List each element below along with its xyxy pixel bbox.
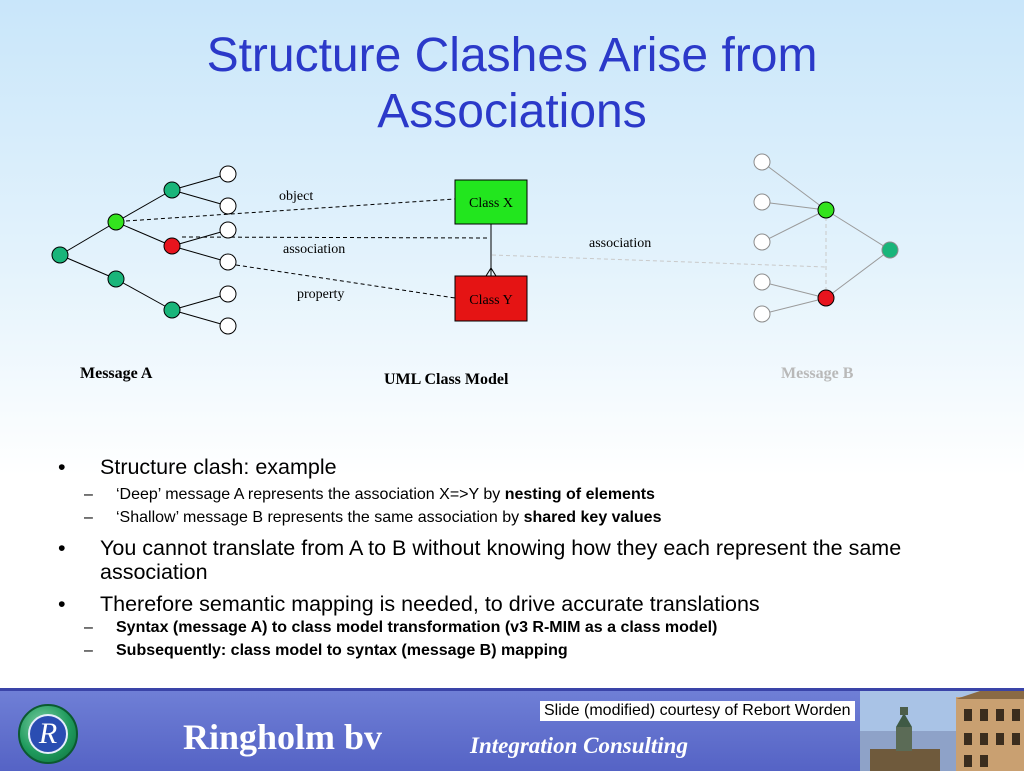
sub-bullet-emphasis: Subsequently: class model to syntax (mes… xyxy=(116,642,568,659)
bullet-item: • Therefore semantic mapping is needed, … xyxy=(58,592,978,616)
bullet-item: • Structure clash: example xyxy=(58,455,978,479)
message-a-leaf xyxy=(219,253,237,271)
bullet-text: Therefore semantic mapping is needed, to… xyxy=(100,592,760,616)
bullet-text: Structure clash: example xyxy=(100,455,337,479)
mapping-lines xyxy=(125,198,491,299)
town-tower-photo xyxy=(860,691,1024,771)
bullet-marker: • xyxy=(58,536,66,560)
message-b-leaf xyxy=(753,305,771,323)
message-a-node xyxy=(163,181,181,199)
message-a-edges xyxy=(59,173,229,327)
message-a-node xyxy=(163,301,181,319)
dash-marker: – xyxy=(84,642,93,659)
message-a-root-node xyxy=(51,246,69,264)
title-line-2: Associations xyxy=(377,85,647,138)
dash-marker: – xyxy=(84,619,93,636)
bullet-text: You cannot translate from A to B without… xyxy=(100,536,902,584)
dash-marker: – xyxy=(84,486,93,503)
property-mapping-line xyxy=(235,264,456,299)
class-x-box xyxy=(454,179,528,225)
message-b-label: Message B xyxy=(781,365,854,382)
object-mapping-line xyxy=(125,198,456,222)
uml-class-model-label: UML Class Model xyxy=(384,371,509,388)
brand-tagline: Integration Consulting xyxy=(470,733,688,758)
structure-clash-diagram: Class X Class Y object association prope… xyxy=(51,153,899,388)
message-b-edges xyxy=(761,161,891,315)
edge-label-property: property xyxy=(297,287,344,302)
association-b-mapping-line xyxy=(491,254,827,268)
sub-bullet-emphasis: nesting of elements xyxy=(504,486,655,503)
association-mapping-line xyxy=(181,236,491,239)
message-a-node xyxy=(107,270,125,288)
sub-bullet-item: – Subsequently: class model to syntax (m… xyxy=(58,641,978,661)
slide-credit: Slide (modified) courtesy of Rebort Word… xyxy=(540,701,855,721)
message-a-leaf xyxy=(219,285,237,303)
footer-bar: R Ringholm bv Integration Consulting Sli… xyxy=(0,688,1024,771)
message-a-leaf xyxy=(219,221,237,239)
sub-bullet-emphasis: shared key values xyxy=(523,509,662,526)
message-b-leaf xyxy=(753,273,771,291)
message-b-root-node xyxy=(881,241,899,259)
ringholm-logo: R xyxy=(18,704,78,764)
message-b-node xyxy=(817,289,835,307)
edge-label-association-left: association xyxy=(283,242,345,257)
message-a-leaf xyxy=(219,317,237,335)
bullet-marker: • xyxy=(58,592,66,616)
message-b-mapping-lines xyxy=(491,210,827,298)
title-line-1: Structure Clashes Arise from xyxy=(206,29,818,82)
message-b-leaf xyxy=(753,193,771,211)
edge-label-object: object xyxy=(279,189,313,204)
edge-label-association-right: association xyxy=(589,236,651,251)
message-b-node xyxy=(817,201,835,219)
sub-bullet-text: ‘Deep’ message A represents the associat… xyxy=(116,486,505,503)
message-a-leaf xyxy=(219,197,237,215)
message-a-leaf xyxy=(219,165,237,183)
bullet-marker: • xyxy=(58,455,66,479)
association-arrowhead xyxy=(485,267,497,277)
class-y-box xyxy=(454,275,528,322)
class-x-label: Class X xyxy=(469,196,513,211)
sub-bullet-emphasis: Syntax (message A) to class model transf… xyxy=(116,619,718,636)
message-b-leaf xyxy=(753,153,771,171)
message-b-nodes xyxy=(753,153,899,323)
message-a-node xyxy=(163,237,181,255)
message-b-leaf xyxy=(753,233,771,251)
sub-bullet-text: ‘Shallow’ message B represents the same … xyxy=(116,509,524,526)
dash-marker: – xyxy=(84,509,93,526)
sub-bullet-item: – ‘Shallow’ message B represents the sam… xyxy=(58,508,978,528)
message-a-node xyxy=(107,213,125,231)
class-y-label: Class Y xyxy=(469,293,512,308)
bullet-item: • You cannot translate from A to B witho… xyxy=(58,536,978,584)
bullet-list: • Structure clash: example – ‘Deep’ mess… xyxy=(58,455,978,664)
message-a-nodes xyxy=(51,165,237,335)
sub-bullet-item: – Syntax (message A) to class model tran… xyxy=(58,618,978,638)
slide-title: Structure Clashes Arise from Association… xyxy=(0,28,1024,140)
sub-bullet-item: – ‘Deep’ message A represents the associ… xyxy=(58,485,978,505)
brand-name: Ringholm bv xyxy=(183,717,383,757)
message-a-label: Message A xyxy=(80,365,153,382)
logo-letter: R xyxy=(28,714,68,754)
